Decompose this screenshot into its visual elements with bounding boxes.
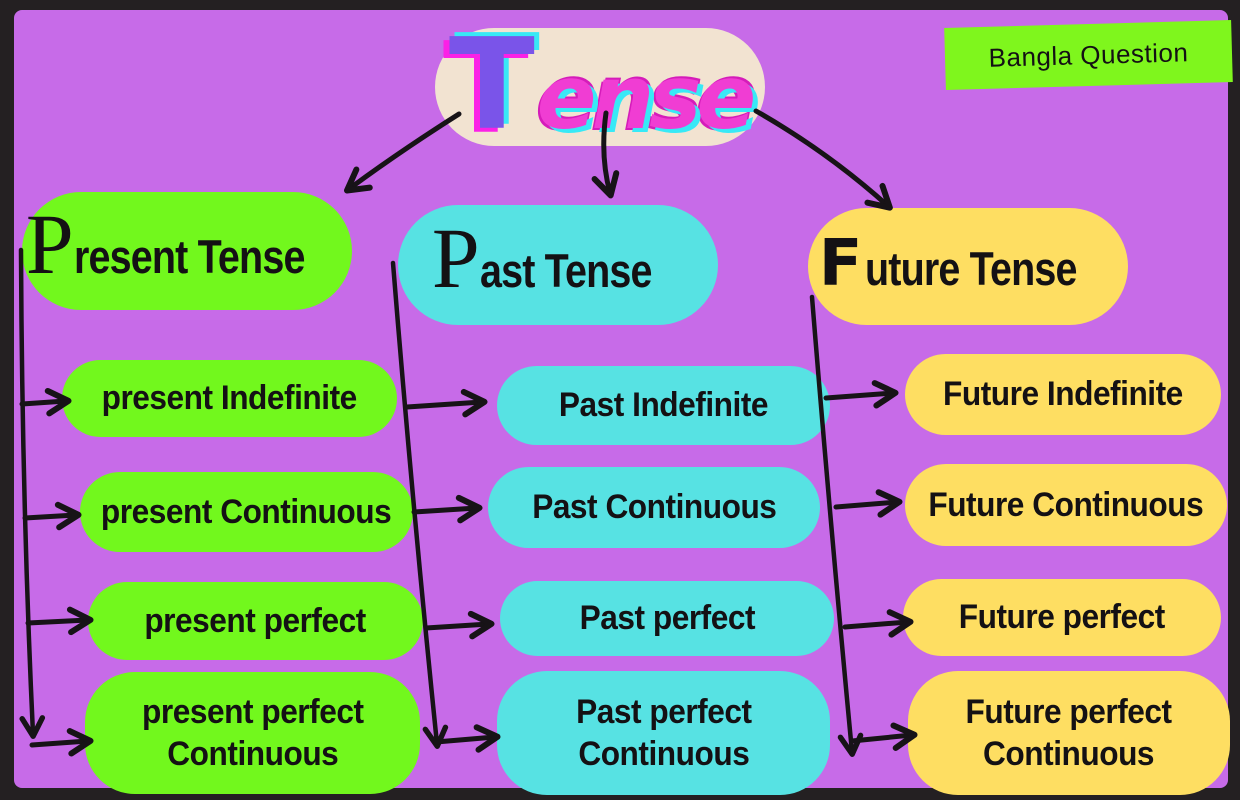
pill-label: present Indefinite	[101, 379, 358, 418]
pill-present-perfect: present perfect	[88, 582, 423, 660]
pill-label: present perfect Continuous	[141, 692, 364, 774]
pill-future-indefinite: Future Indefinite	[905, 354, 1221, 435]
pill-label: Past Indefinite	[558, 386, 769, 425]
pill-present-perfect-continuous: present perfect Continuous	[85, 672, 420, 794]
pill-label: present perfect	[144, 601, 367, 640]
page-title: T ense	[448, 11, 756, 158]
future-heading-initial: F	[818, 226, 863, 301]
title-rest-letters: ense	[536, 46, 756, 149]
pill-future-continuous: Future Continuous	[905, 464, 1227, 546]
pill-future-perfect-continuous: Future perfect Continuous	[908, 671, 1230, 795]
pill-present-continuous: present Continuous	[80, 472, 413, 552]
pill-label: present Continuous	[101, 492, 392, 531]
pill-past-perfect: Past perfect	[500, 581, 834, 656]
past-heading-initial: P	[431, 210, 480, 306]
pill-label: Future perfect Continuous	[965, 692, 1173, 774]
pill-label: Past Continuous	[531, 488, 777, 527]
pill-label: Future Continuous	[928, 485, 1204, 524]
present-heading-rest: resent Tense	[73, 230, 305, 283]
past-heading-rest: ast Tense	[479, 244, 652, 297]
pill-label: Past perfect	[579, 599, 755, 638]
pill-present-indefinite: present Indefinite	[62, 360, 397, 437]
pill-label: Future Indefinite	[943, 375, 1183, 414]
pill-future-perfect: Future perfect	[903, 579, 1221, 656]
badge-label: Bangla Question	[988, 36, 1189, 73]
present-heading-initial: P	[25, 196, 74, 292]
title-box: T ense	[435, 22, 765, 148]
pill-label: Future perfect	[958, 598, 1166, 637]
future-heading-rest: uture Tense	[865, 241, 1078, 295]
pill-past-indefinite: Past Indefinite	[497, 366, 830, 445]
title-initial-letter: T	[448, 11, 535, 158]
pill-label: Past perfect Continuous	[575, 692, 752, 774]
pill-past-continuous: Past Continuous	[488, 467, 820, 548]
bangla-question-badge: Bangla Question	[944, 20, 1233, 90]
pill-past-perfect-continuous: Past perfect Continuous	[497, 671, 830, 795]
